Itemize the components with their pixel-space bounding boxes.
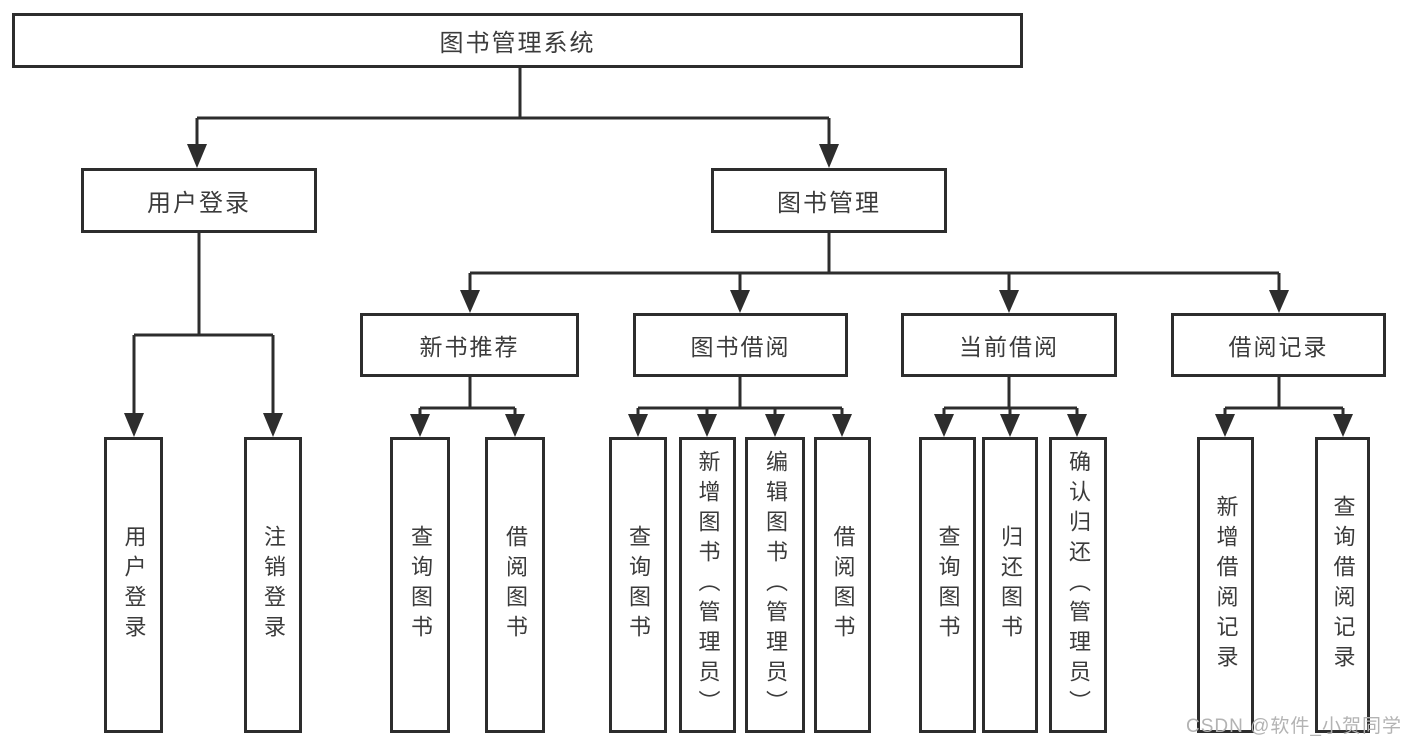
node-borrowing-records: 借阅记录	[1171, 313, 1386, 377]
leaf-query-borrow-record: 查询借阅记录	[1315, 437, 1370, 733]
leaf-query-books-current: 查询图书	[919, 437, 976, 733]
leaf-confirm-return-admin-label: 确认归还（管理员）	[1066, 450, 1091, 720]
csdn-watermark: CSDN @软件_小贺同学	[1186, 716, 1402, 737]
node-book-management: 图书管理	[711, 168, 947, 233]
leaf-add-borrow-record-label: 新增借阅记录	[1213, 495, 1239, 675]
leaf-borrow-books-recommend: 借阅图书	[485, 437, 545, 733]
leaf-borrow-books-label: 借阅图书	[830, 525, 856, 645]
leaf-add-books-admin-label: 新增图书（管理员）	[695, 450, 721, 720]
leaf-edit-books-admin-label: 编辑图书（管理员）	[763, 450, 788, 720]
leaf-query-books-recommend-label: 查询图书	[408, 525, 433, 645]
leaf-query-books-borrow-label: 查询图书	[626, 525, 651, 645]
leaf-query-books-current-label: 查询图书	[935, 525, 961, 645]
node-library-management-system: 图书管理系统	[12, 13, 1023, 68]
leaf-logout: 注销登录	[244, 437, 302, 733]
node-book-borrowing: 图书借阅	[633, 313, 848, 377]
leaf-user-login: 用户登录	[104, 437, 163, 733]
node-new-book-recommend: 新书推荐	[360, 313, 579, 377]
leaf-borrow-books-recommend-label: 借阅图书	[503, 525, 528, 645]
node-current-borrowing: 当前借阅	[901, 313, 1117, 377]
leaf-query-books-recommend: 查询图书	[390, 437, 450, 733]
leaf-add-borrow-record: 新增借阅记录	[1197, 437, 1254, 733]
leaf-query-borrow-record-label: 查询借阅记录	[1330, 495, 1356, 675]
leaf-return-books-label: 归还图书	[998, 525, 1023, 645]
leaf-edit-books-admin: 编辑图书（管理员）	[745, 437, 805, 733]
leaf-user-login-label: 用户登录	[121, 525, 147, 645]
leaf-borrow-books: 借阅图书	[814, 437, 871, 733]
leaf-add-books-admin: 新增图书（管理员）	[679, 437, 736, 733]
leaf-confirm-return-admin: 确认归还（管理员）	[1049, 437, 1107, 733]
leaf-query-books-borrow: 查询图书	[609, 437, 667, 733]
leaf-return-books: 归还图书	[982, 437, 1038, 733]
leaf-logout-label: 注销登录	[261, 525, 286, 645]
node-user-login: 用户登录	[81, 168, 317, 233]
